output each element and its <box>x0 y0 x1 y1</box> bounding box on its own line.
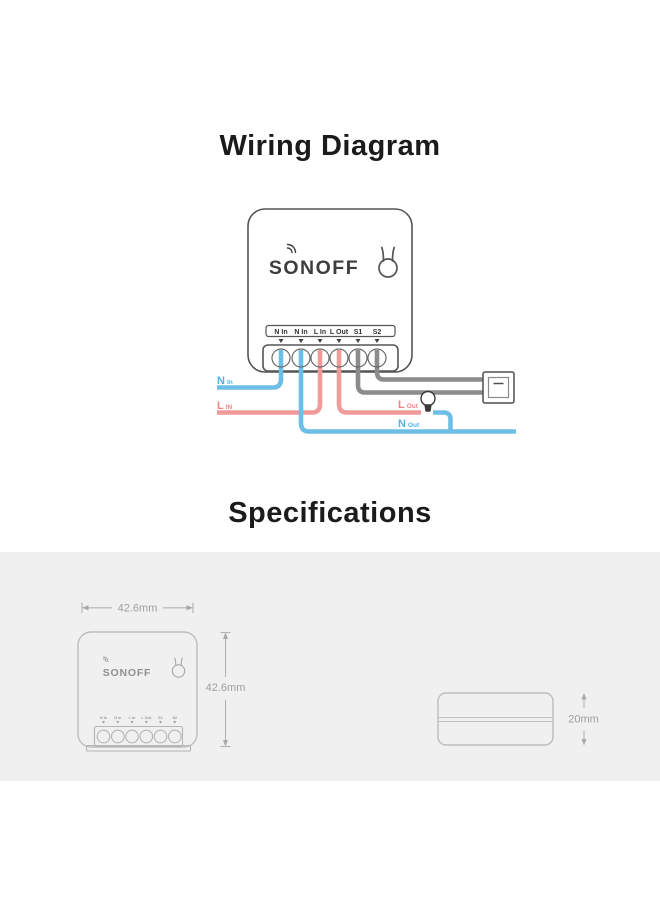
terminal-label: N In <box>114 716 122 720</box>
arrow-down-icon <box>336 339 342 343</box>
terminal-label: S2 <box>373 329 382 336</box>
terminal-label: L Out <box>330 329 349 336</box>
mount-loop-icon <box>380 246 385 262</box>
terminal-label: N In <box>294 329 307 336</box>
arrow-down-icon <box>116 721 120 724</box>
terminal-flange <box>85 744 192 752</box>
arrow-up-icon <box>581 693 587 700</box>
arrow-right-icon <box>186 605 193 611</box>
arrow-up-icon <box>223 632 228 639</box>
light-bulb-icon <box>420 390 436 407</box>
wire-n-in <box>217 350 284 390</box>
n-in-label-sub: In <box>227 379 233 386</box>
specifications-band: SONOFF N In N In L In L Out S1 S2 <box>0 552 660 781</box>
arrow-down-icon <box>144 721 148 724</box>
wiring-diagram-title: Wiring Diagram <box>219 130 441 162</box>
terminal-label: N In <box>274 329 287 336</box>
terminal-hole <box>167 729 182 744</box>
brand-logo: SONOFF <box>269 257 359 279</box>
terminal-hole <box>367 348 387 368</box>
arrow-down-icon <box>158 721 163 724</box>
mount-loop-icon <box>180 657 183 667</box>
terminal-hole <box>271 348 291 368</box>
l-in-label-sub: IN <box>226 404 233 411</box>
wire-s1 <box>355 350 483 395</box>
arrow-left-icon <box>82 605 89 611</box>
terminal-label-bar <box>265 324 396 338</box>
arrow-down-icon <box>223 740 228 747</box>
l-out-label-sub: Out <box>407 403 419 410</box>
wifi-icon <box>103 658 107 662</box>
dimension-drawings: SONOFF N In N In L In L Out S1 S2 <box>77 602 599 752</box>
arrow-down-icon <box>130 721 134 724</box>
wire-bulb-neutral <box>433 410 453 432</box>
wire-n-out <box>298 350 516 434</box>
terminal-hole <box>96 729 111 744</box>
mount-loop-icon <box>174 657 177 667</box>
n-out-label-sub: Out <box>408 422 420 429</box>
light-bulb-base <box>424 404 432 412</box>
wire-l-out <box>336 350 421 415</box>
arrow-down-icon <box>355 339 361 343</box>
l-out-label-main: L <box>398 399 405 411</box>
arrow-down-icon <box>298 339 304 343</box>
terminal-label: L In <box>129 716 136 720</box>
terminal-label: L In <box>314 329 326 336</box>
terminal-hole <box>110 729 125 744</box>
front-width-value: 42.6mm <box>118 603 158 615</box>
mount-loop-icon <box>171 664 186 678</box>
l-in-label-main: L <box>217 400 224 412</box>
terminal-hole <box>153 729 168 744</box>
wifi-icon <box>286 247 293 254</box>
wall-switch-rocker <box>487 376 510 399</box>
terminal-label: S2 <box>172 716 177 720</box>
front-height-value: 42.6mm <box>206 682 246 694</box>
mount-loop-icon <box>391 246 396 262</box>
n-out-label-main: N <box>398 418 406 430</box>
arrow-down-icon <box>101 721 106 724</box>
terminal-hole <box>291 348 311 368</box>
terminal-label: S1 <box>354 329 363 336</box>
terminal-block <box>93 725 184 748</box>
brand-logo: SONOFF <box>103 667 152 679</box>
wire-s2 <box>374 350 483 382</box>
arrow-down-icon <box>173 721 177 724</box>
front-view-body <box>77 631 198 748</box>
terminal-hole <box>348 348 368 368</box>
arrow-down-icon <box>317 339 323 343</box>
arrow-down-icon <box>278 339 284 343</box>
terminal-hole <box>139 729 154 744</box>
wifi-icon <box>286 243 297 254</box>
side-view-body <box>437 692 554 746</box>
terminal-hole <box>310 348 330 368</box>
terminal-label: L Out <box>141 716 152 720</box>
arrow-down-icon <box>581 739 587 746</box>
mount-loop-icon <box>378 258 398 278</box>
wiring-diagram: SONOFF N In N In L In L Out S1 S2 <box>217 208 516 434</box>
side-depth-value: 20mm <box>568 714 599 726</box>
wire-l-in <box>217 350 323 415</box>
arrow-down-icon <box>374 339 380 343</box>
terminal-hole <box>329 348 349 368</box>
wifi-icon <box>103 656 109 662</box>
terminal-hole <box>125 729 139 744</box>
specifications-title: Specifications <box>228 497 432 529</box>
terminal-label: N In <box>100 716 108 720</box>
terminal-label: S1 <box>158 716 163 720</box>
n-in-label-main: N <box>217 375 225 387</box>
